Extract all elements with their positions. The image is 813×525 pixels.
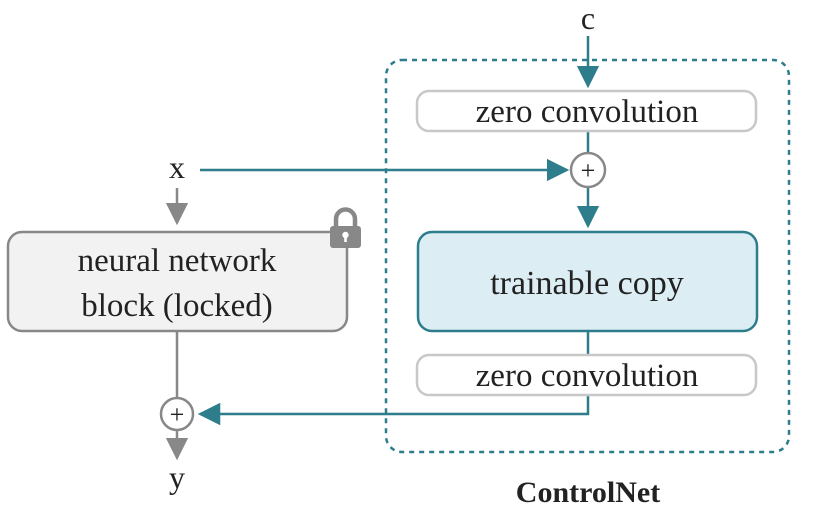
zero-convolution-bottom-label: zero convolution <box>476 358 699 394</box>
plus-node-bottom: + <box>159 396 195 432</box>
locked-block-label-line1: neural network <box>78 243 277 279</box>
zero-convolution-top: zero convolution <box>415 89 758 133</box>
controlnet-title: ControlNet <box>516 476 660 509</box>
locked-neural-network-block: neural network block (locked) <box>6 230 349 333</box>
trainable-copy-label: trainable copy <box>490 265 684 302</box>
plus-node-top-symbol: + <box>581 156 596 185</box>
arrow-zero-conv-to-output-plus <box>197 395 590 426</box>
input-x-label: x <box>169 149 185 185</box>
plus-node-bottom-symbol: + <box>170 400 185 429</box>
zero-convolution-top-label: zero convolution <box>476 94 699 130</box>
zero-convolution-bottom: zero convolution <box>415 353 758 397</box>
trainable-copy-block: trainable copy <box>416 230 759 333</box>
output-y-label: y <box>169 459 185 495</box>
lock-icon <box>330 207 361 248</box>
plus-node-top: + <box>569 151 607 189</box>
input-c-label: c <box>581 0 595 36</box>
locked-block-label-line2: block (locked) <box>81 288 273 324</box>
